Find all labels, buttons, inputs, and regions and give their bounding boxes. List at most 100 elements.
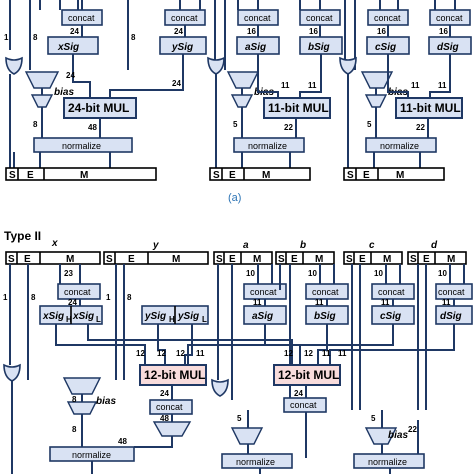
wire-path [223,252,242,264]
exp-adder-t2-2 [230,427,264,445]
label-type2-widths-w12: 12 [157,349,166,358]
label-fields-s: S [8,254,15,265]
sig-label-b2: bSig [314,311,336,322]
label-type2-widths-w12: 12 [176,349,185,358]
wire-path [237,0,456,10]
concat-label-a: concat [244,13,271,23]
wire-path [171,385,307,400]
label-fields-e: E [363,170,370,181]
concat-label-d: concat [436,13,463,23]
label-fields-m: M [447,254,455,265]
label-fields-e: E [291,254,298,265]
caption-a: (a) [228,192,241,204]
label-type2-widths-w48: 48 [118,437,127,446]
label-type1-widths-w5: 5 [367,120,372,129]
input-label-x: x [51,238,58,249]
type2-section: Type II x y a b c d S E M S E M S E M S … [3,229,473,474]
sig-label-c: cSig [375,42,396,53]
label-type2-widths-w11: 11 [338,349,347,358]
label-type1-widths-w5: 5 [233,120,238,129]
wire-path [11,381,391,474]
label-fields-e: E [359,254,366,265]
label-fields-m: M [315,254,323,265]
mul-11bit-2-label: 11-bit MUL [400,101,461,115]
concat-label-a2: concat [250,287,277,297]
wire-path [215,74,291,168]
xor-gate-1 [5,56,23,75]
input-format-c [343,251,403,265]
label-type1-widths-w48: 48 [88,123,97,132]
label-type1-widths-w8: 8 [33,33,38,42]
normalize-label-1: normalize [62,141,101,151]
label-type1-widths-w11: 11 [438,81,447,90]
bias-sub-3 [364,94,388,108]
type1-section: concat concat concat concat concat conca… [4,0,472,181]
label-type1-widths-w16: 16 [439,27,448,36]
label-type2-sig_x-3: L [96,315,101,324]
wire-path [217,264,427,410]
sig-label-d: dSig [437,42,459,53]
concat-label-mul2: concat [290,400,317,410]
input-label-d: d [431,240,438,251]
label-type1-widths-w11: 11 [308,81,317,90]
wire-path [257,264,465,284]
label-fields-m: M [172,254,180,265]
label-type1-widths-w24: 24 [70,27,79,36]
input-format-b [275,251,335,265]
wire-path [221,168,245,180]
label-type2-sig_y-3: L [202,315,207,324]
normalize-block-3 [365,137,437,153]
sig-label-yh: ySig [144,311,166,322]
sig-label-yl: ySig [177,311,199,322]
wire-path [305,412,419,458]
wire-path [134,436,173,448]
wire-path [81,25,451,37]
label-fields-e: E [229,254,236,265]
label-type2-widths-w24: 24 [68,298,77,307]
label-type1-widths-w22: 22 [416,123,425,132]
bias-label-t2-1: bias [96,396,116,407]
bias-sub-t2-1 [66,401,98,415]
wire-path [9,74,111,168]
wire-path [355,168,379,180]
type2-title: Type II [4,229,41,243]
label-type2-widths-w11: 11 [322,349,331,358]
wire-path [417,252,436,264]
wire-path [347,74,421,168]
normalize-label-t2-2: normalize [236,457,275,467]
exp-adder-t2-1 [62,377,102,395]
label-type1-widths-w8: 8 [131,33,136,42]
concat-label-x2: concat [64,287,91,297]
input-label-a: a [243,240,249,251]
input-format-y [103,251,209,265]
label-type2-widths-w1: 1 [3,293,8,302]
xor-gate-2 [207,56,225,75]
wire-path [16,252,41,264]
label-type2-widths-w8: 8 [31,293,36,302]
label-type2-widths-w10: 10 [246,269,255,278]
label-fields-s: S [347,170,354,181]
mul-24bit-label: 24-bit MUL [68,101,129,115]
concat-label-x: concat [68,13,95,23]
bias-sub-2 [230,94,254,108]
label-fields-s: S [346,254,353,265]
wire-path [79,299,455,306]
label-type2-sig_x-1: H [66,315,72,324]
wire-path [114,252,149,264]
xor-gate-t2-1 [3,363,21,382]
output-format-2 [209,167,311,181]
normalize-block-t2-2 [221,453,293,469]
input-label-y: y [152,240,159,251]
label-type1-widths-w1: 1 [4,33,9,42]
sig-label-a: aSig [245,42,266,53]
label-type2-widths-w5: 5 [237,414,242,423]
mul-12bit-2-label: 12-bit MUL [278,368,339,382]
input-format-d [407,251,467,265]
label-type2-widths-w5: 5 [371,414,376,423]
label-fields-s: S [106,254,113,265]
bias-label-t2-3: bias [388,430,408,441]
label-type2-widths-w22: 22 [408,425,417,434]
mul-11bit-1-label: 11-bit MUL [268,101,329,115]
concat-label-c2: concat [378,287,405,297]
label-type2-widths-w11: 11 [253,298,262,307]
